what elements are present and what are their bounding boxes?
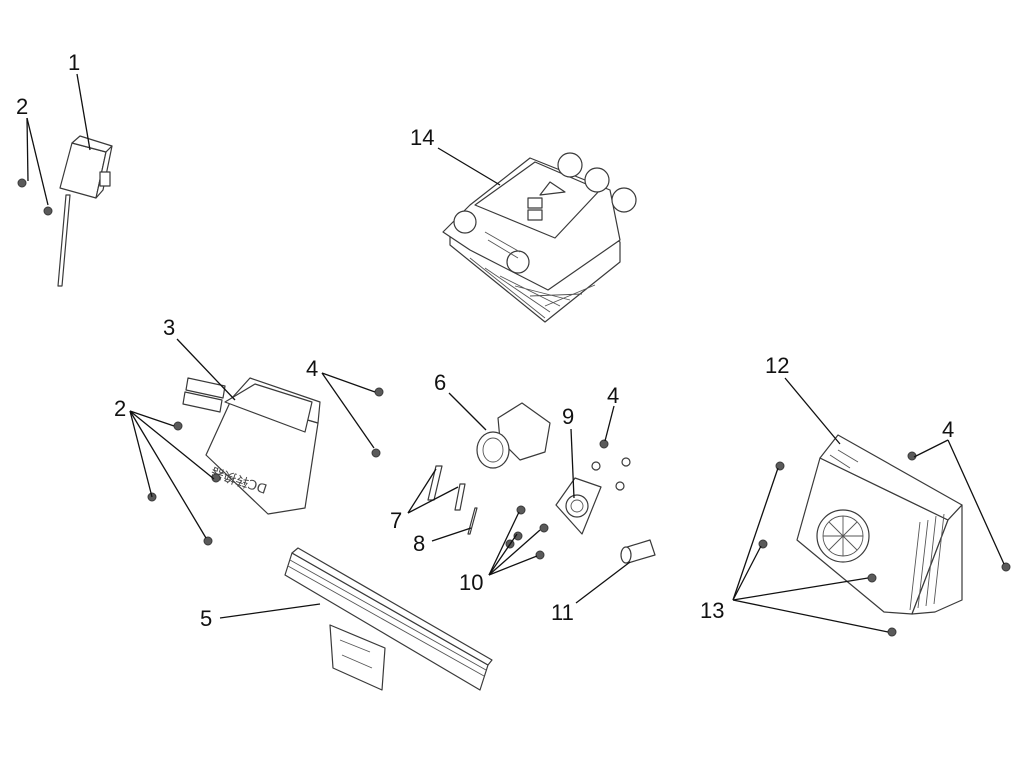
nut-4-c <box>591 461 601 471</box>
nut-4-d <box>615 481 625 491</box>
screw-10-a <box>516 505 526 515</box>
screw-10-d <box>535 550 545 560</box>
leader-lines <box>26 73 1005 633</box>
screw-13-d <box>887 627 897 637</box>
callout-10: 10 <box>459 570 483 595</box>
callout-13: 13 <box>700 598 724 623</box>
part-9-socket <box>555 477 602 535</box>
callout-2-top: 2 <box>16 94 28 119</box>
callout-11: 11 <box>551 600 574 625</box>
callout-14: 14 <box>410 125 434 150</box>
callout-4-left: 4 <box>306 356 318 381</box>
callout-8: 8 <box>413 531 425 556</box>
screw-4-b <box>371 448 381 458</box>
screw-2-a <box>173 421 183 431</box>
pin-7-b <box>454 483 466 511</box>
screw-13-c <box>867 573 877 583</box>
callout-4-right: 4 <box>942 417 954 442</box>
part-3-dc-converter: DC转换器 <box>182 377 321 515</box>
part-6-charging-inlet <box>476 402 551 469</box>
part-12-charger <box>796 434 963 615</box>
screw-2-top-a <box>17 178 27 188</box>
part-5-panel <box>284 547 493 691</box>
callout-labels: 1 2 3 2 4 5 6 7 8 9 4 10 11 12 4 13 14 <box>16 50 954 631</box>
nut-4-a <box>599 439 609 449</box>
part-14-motor-controller <box>442 152 637 323</box>
screw-2-top-b <box>43 206 53 216</box>
wire-8 <box>467 507 478 535</box>
callout-3: 3 <box>163 315 175 340</box>
callout-1: 1 <box>68 50 80 75</box>
screw-10-c <box>539 523 549 533</box>
screw-2-d <box>203 536 213 546</box>
callout-6: 6 <box>434 370 446 395</box>
callout-7: 7 <box>390 508 402 533</box>
callout-12: 12 <box>765 353 789 378</box>
callout-4-center: 4 <box>607 383 619 408</box>
nut-4-b <box>621 457 631 467</box>
screw-4-a <box>374 387 384 397</box>
callout-9: 9 <box>562 404 574 429</box>
callout-2: 2 <box>114 396 126 421</box>
screw-4-right-b <box>1001 562 1011 572</box>
callout-5: 5 <box>200 606 212 631</box>
part-1-sensor-module <box>57 135 113 287</box>
screw-10-b <box>513 531 523 541</box>
part-11-cap <box>620 539 656 564</box>
